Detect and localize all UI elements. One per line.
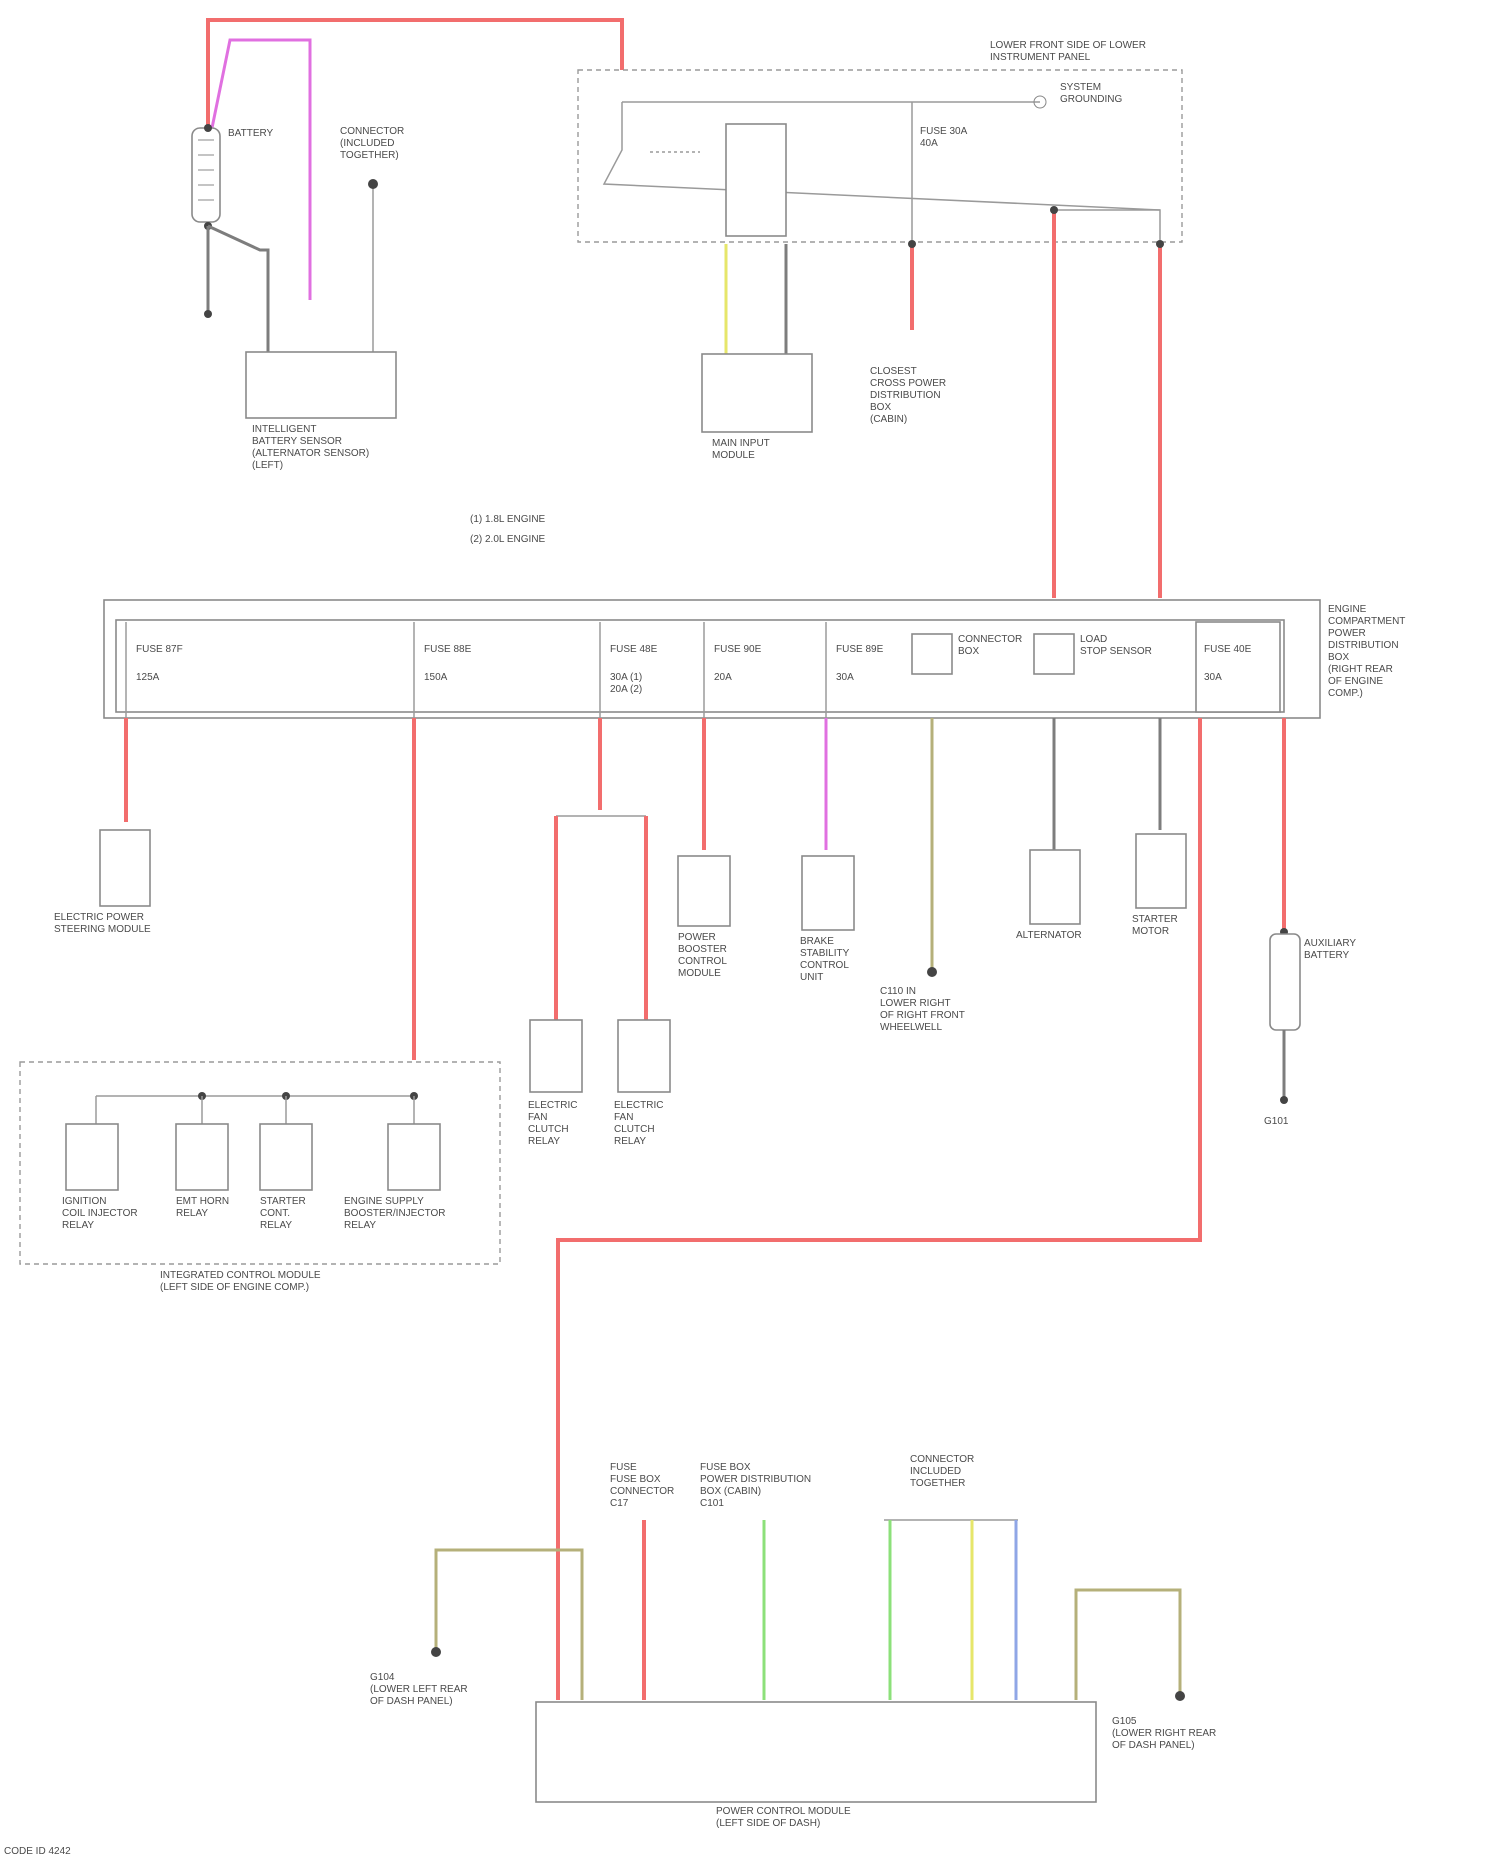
stability-unit	[802, 856, 854, 930]
svg-text:125A: 125A	[136, 672, 160, 683]
fuse-box-inner	[116, 620, 1284, 712]
fan-relay-1	[530, 1020, 582, 1092]
battery-sensor-box	[246, 352, 396, 418]
svg-text:20A: 20A	[714, 672, 732, 683]
relay-engine-supply	[388, 1124, 440, 1190]
eps-module	[100, 830, 150, 906]
svg-text:150A: 150A	[424, 672, 448, 683]
fan-relay-2	[618, 1020, 670, 1092]
starter-motor	[1136, 834, 1186, 908]
relay-horn	[176, 1124, 228, 1190]
battery-label: BATTERY	[228, 128, 274, 139]
svg-text:30A: 30A	[1204, 672, 1222, 683]
svg-text:FUSE 90E: FUSE 90E	[714, 644, 762, 655]
relay-ignition	[66, 1124, 118, 1190]
legend-1: (1) 1.8L ENGINE	[470, 514, 546, 525]
pcm-label: POWER CONTROL MODULE(LEFT SIDE OF DASH)	[716, 1806, 851, 1829]
pcm-feed-wire	[558, 718, 1200, 1700]
main-input-module	[702, 354, 812, 432]
footer-code: CODE ID 4242	[4, 1846, 71, 1857]
svg-text:30A (1)20A (2): 30A (1)20A (2)	[610, 672, 642, 695]
load-label-4: ALTERNATOR	[1016, 930, 1082, 941]
sensor-signal-wire	[212, 40, 310, 300]
battery-negative-wire	[208, 226, 268, 352]
power-control-module	[536, 1702, 1096, 1802]
svg-text:FUSE 87F: FUSE 87F	[136, 644, 183, 655]
svg-text:30A: 30A	[836, 672, 854, 683]
booster-module	[678, 856, 730, 926]
relay-coil	[726, 124, 786, 236]
alternator	[1030, 850, 1080, 924]
battery-symbol	[192, 128, 220, 222]
ground-wire-left	[436, 1550, 582, 1700]
svg-text:FUSE 48E: FUSE 48E	[610, 644, 658, 655]
svg-text:FUSE 89E: FUSE 89E	[836, 644, 884, 655]
aux-battery	[1270, 934, 1300, 1030]
switch-wire	[604, 102, 1160, 210]
svg-text:FUSE 88E: FUSE 88E	[424, 644, 472, 655]
legend-2: (2) 2.0L ENGINE	[470, 534, 546, 545]
fuse-40e: FUSE 40E 30A	[1196, 622, 1280, 712]
relay-starter	[260, 1124, 312, 1190]
load-label-7: G101	[1264, 1116, 1289, 1127]
ground-wire-right	[1076, 1590, 1180, 1700]
relay-block-label: INTEGRATED CONTROL MODULE(LEFT SIDE OF E…	[160, 1270, 321, 1293]
battery-main-wire	[208, 20, 622, 130]
svg-text:FUSE 40E: FUSE 40E	[1204, 644, 1252, 655]
